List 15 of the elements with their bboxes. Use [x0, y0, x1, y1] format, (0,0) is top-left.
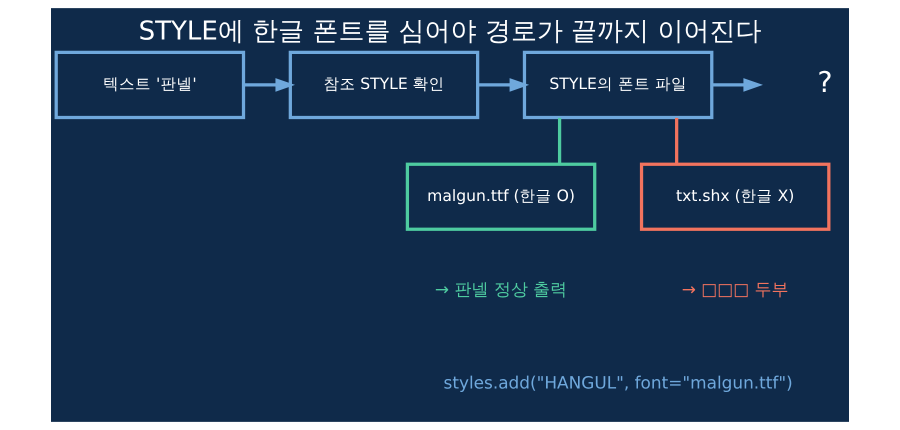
node-box: 참조 STYLE 확인: [288, 50, 480, 120]
node-label: → 판넬 정상 출력: [434, 278, 568, 299]
node-box: STYLE의 폰트 파일: [522, 50, 714, 120]
connector: [558, 118, 562, 164]
node-box: txt.shx (한글 X): [640, 162, 830, 231]
node-box: malgun.ttf (한글 O): [406, 162, 596, 231]
node-label: → □□□ 두부: [682, 278, 789, 299]
caption: styles.add("HANGUL", font="malgun.ttf"): [444, 372, 793, 393]
arrow: [712, 78, 763, 92]
connector: [675, 118, 678, 164]
arrow: [244, 78, 295, 92]
node-box: 텍스트 '판넬': [54, 50, 246, 120]
diagram-title: STYLE에 한글 폰트를 심어야 경로가 끝까지 이어진다: [138, 16, 762, 46]
label: ?: [817, 65, 833, 100]
arrow: [478, 78, 530, 92]
